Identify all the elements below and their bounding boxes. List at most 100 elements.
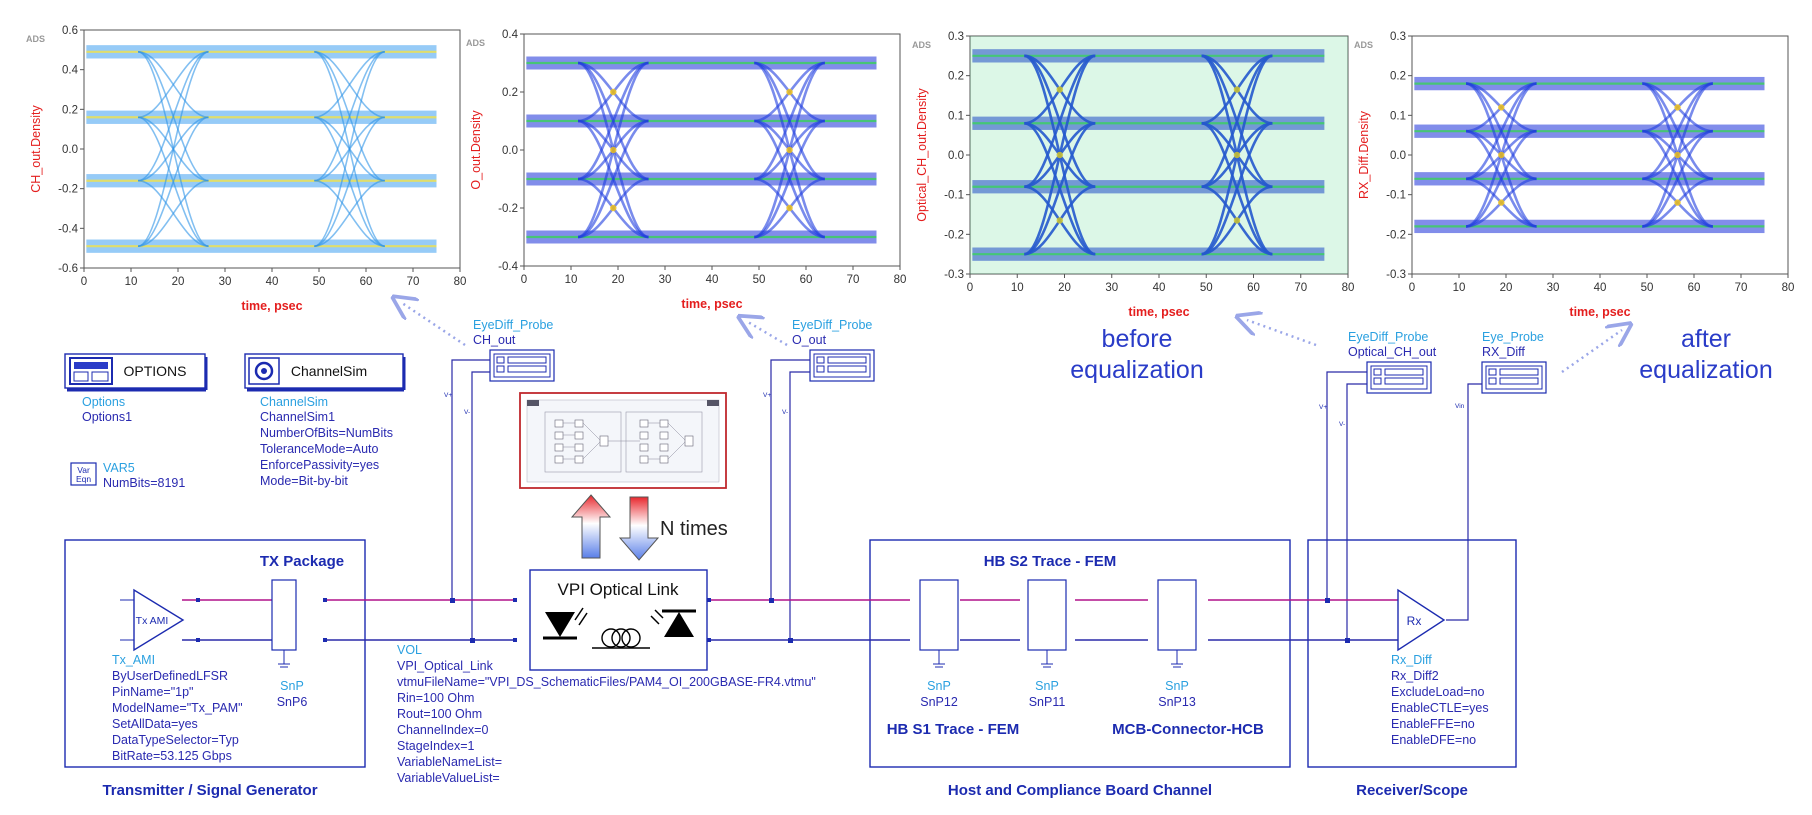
snp6-block[interactable]	[271, 579, 297, 668]
y-tick-label: 0.2	[62, 104, 78, 116]
y-tick-label: -0.4	[58, 223, 78, 235]
snp13-block[interactable]	[1157, 579, 1197, 668]
tx-package-box	[64, 539, 366, 768]
snp12-label: SnP	[927, 679, 951, 693]
plot-frame	[1411, 35, 1789, 275]
eye-traces	[970, 36, 1348, 274]
options-button-label: OPTIONS	[123, 363, 186, 379]
snp13-name: SnP13	[1158, 695, 1196, 709]
rx-receiver[interactable]: Rx	[1397, 588, 1446, 652]
mcb-title: MCB-Connector-HCB	[1112, 721, 1264, 738]
x-axis-label: time, psec	[1128, 305, 1189, 319]
channelsim-line-2: NumberOfBits=NumBits	[260, 426, 393, 440]
y-tick-label: 0.3	[948, 31, 964, 43]
channelsim-gear-icon	[254, 361, 274, 381]
snp11-block[interactable]	[1027, 579, 1067, 668]
vpi-params: VOL VPI_Optical_Link vtmuFileName="VPI_D…	[397, 643, 816, 785]
probe-o-out-name: O_out	[792, 333, 827, 347]
tx-line-4: SetAllData=yes	[112, 717, 198, 731]
x-tick-label: 0	[967, 282, 973, 294]
snp13-label: SnP	[1165, 679, 1189, 693]
x-tick-label: 20	[1058, 282, 1071, 294]
x-tick-label: 80	[454, 276, 467, 288]
eye-traces	[1414, 76, 1765, 234]
x-tick-label: 20	[612, 274, 625, 286]
iterate-arrows	[570, 494, 660, 561]
tx-line-3: ModelName="Tx_PAM"	[112, 701, 243, 715]
x-tick-label: 80	[1342, 282, 1355, 294]
x-tick-label: 0	[81, 276, 87, 288]
tx-params: Tx_AMI ByUserDefinedLFSR PinName="1p" Mo…	[112, 653, 243, 763]
probe-to-plot-arrows	[402, 303, 1622, 374]
x-axis-label: time, psec	[1569, 305, 1630, 319]
y-tick-label: -0.2	[1386, 229, 1406, 241]
vpi-line-0: VOL	[397, 643, 422, 657]
tx-ami-source[interactable]: Tx AMI	[120, 588, 185, 652]
rx-line-0: Rx_Diff	[1391, 653, 1432, 667]
laser-diode-icon	[543, 607, 588, 640]
vpi-optical-link-block[interactable]: VPI Optical Link	[529, 569, 708, 671]
hb-s1-title: HB S1 Trace - FEM	[887, 721, 1020, 738]
probe-ch-out-name: CH_out	[473, 333, 516, 347]
snp12-block[interactable]	[919, 579, 959, 668]
y-tick-label: 0.2	[948, 71, 964, 83]
eye-traces	[86, 45, 437, 253]
vpi-line-6: StageIndex=1	[397, 739, 475, 753]
fiber-coil-icon	[592, 628, 650, 649]
y-tick-label: 0.3	[1390, 31, 1406, 43]
tx-line-5: DataTypeSelector=Typ	[112, 733, 239, 747]
channelsim-component[interactable]: ChannelSim	[244, 353, 406, 392]
photodiode-icon	[650, 609, 696, 637]
probe-o-out-type: EyeDiff_Probe	[792, 318, 872, 332]
ads-tag: ADS	[26, 34, 45, 44]
x-tick-label: 50	[753, 274, 766, 286]
probe-optical-ch-out[interactable]	[1366, 361, 1432, 394]
x-tick-label: 60	[800, 274, 813, 286]
before-eq-line2: equalization	[1070, 356, 1203, 384]
hb-s2-title: HB S2 Trace - FEM	[984, 553, 1117, 570]
probe-o-out[interactable]	[809, 349, 875, 382]
arrow-rx-diff	[1561, 330, 1622, 374]
svg-text:V+: V+	[763, 392, 771, 399]
y-tick-label: 0.4	[502, 29, 519, 41]
y-tick-label: 0.0	[62, 144, 78, 156]
x-tick-label: 10	[1453, 282, 1466, 294]
options-component[interactable]: OPTIONS	[64, 353, 208, 392]
y-tick-label: -0.1	[944, 190, 964, 202]
tx-line-6: BitRate=53.125 Gbps	[112, 749, 232, 763]
eye-traces	[526, 56, 877, 244]
y-tick-label: 0.0	[502, 145, 518, 157]
x-tick-label: 60	[1247, 282, 1260, 294]
probe-rx-diff[interactable]	[1481, 361, 1547, 394]
x-tick-label: 10	[1011, 282, 1024, 294]
y-tick-label: -0.4	[498, 261, 518, 273]
var-eqn-component[interactable]: Var Eqn	[70, 462, 97, 486]
tx-line-1: ByUserDefinedLFSR	[112, 669, 228, 683]
x-tick-label: 30	[219, 276, 232, 288]
probe-ch-out-type: EyeDiff_Probe	[473, 318, 553, 332]
snp11-label: SnP	[1035, 679, 1059, 693]
vpi-line-2: vtmuFileName="VPI_DS_SchematicFiles/PAM4…	[397, 675, 816, 689]
x-tick-label: 40	[1153, 282, 1166, 294]
y-tick-label: -0.1	[1386, 190, 1406, 202]
y-axis-label: O_out.Density	[469, 110, 483, 190]
rx-caption: Receiver/Scope	[1356, 782, 1468, 799]
probe-rx-name: RX_Diff	[1482, 345, 1525, 359]
y-tick-label: -0.2	[498, 203, 518, 215]
x-tick-label: 30	[1547, 282, 1560, 294]
x-tick-label: 70	[407, 276, 420, 288]
var-line-1: NumBits=8191	[103, 476, 185, 490]
probe-ch-out[interactable]	[489, 349, 555, 382]
signal-wires	[182, 598, 1398, 643]
n-times-label: N times	[660, 518, 728, 540]
options-line-0: Options	[82, 395, 125, 409]
probe-rx-type: Eye_Probe	[1482, 330, 1544, 344]
svg-text:V+: V+	[444, 392, 452, 399]
svg-text:V-: V-	[782, 409, 788, 416]
host-caption: Host and Compliance Board Channel	[948, 782, 1212, 799]
x-tick-label: 70	[1735, 282, 1748, 294]
x-tick-label: 20	[172, 276, 185, 288]
